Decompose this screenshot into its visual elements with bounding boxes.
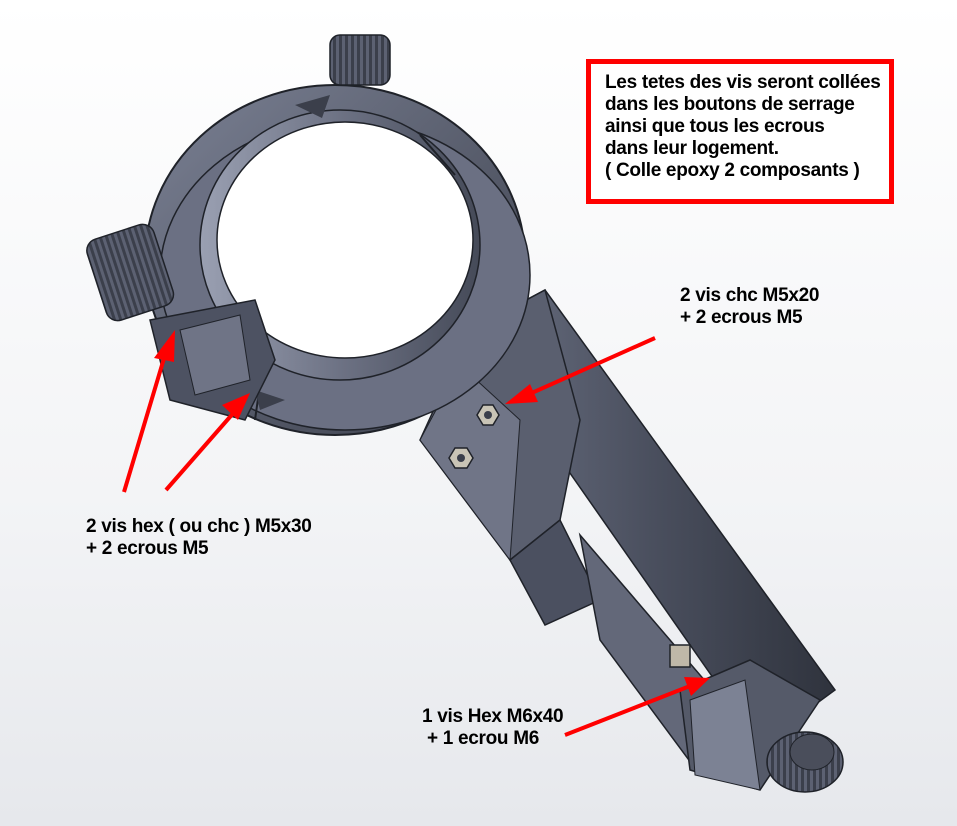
callout-line: 2 vis chc M5x20 bbox=[680, 285, 820, 306]
callout-line: + 2 ecrous M5 bbox=[86, 538, 209, 559]
callout-line: + 1 ecrou M6 bbox=[422, 728, 540, 749]
end-block bbox=[669, 644, 822, 791]
callout-screws-m5x20: 2 vis chc M5x20 + 2 ecrous M5 bbox=[680, 285, 819, 329]
hex-nut-lower bbox=[448, 447, 474, 469]
arrow-bottom bbox=[564, 677, 710, 737]
note-line: ainsi que tous les ecrous bbox=[605, 116, 825, 137]
arrow-top-right bbox=[505, 336, 656, 404]
callout-line: 1 vis Hex M6x40 bbox=[422, 706, 564, 727]
arrow-left-inner bbox=[164, 393, 250, 492]
end-knob bbox=[766, 731, 844, 793]
left-clamp-block bbox=[149, 299, 276, 421]
note-line: dans les boutons de serrage bbox=[605, 94, 855, 115]
top-knob bbox=[329, 34, 391, 86]
callout-screw-m6x40: 1 vis Hex M6x40 + 1 ecrou M6 bbox=[422, 706, 564, 750]
arrow-left-outer bbox=[122, 330, 175, 493]
callout-line: + 2 ecrous M5 bbox=[680, 307, 803, 328]
callout-screws-m5x30: 2 vis hex ( ou chc ) M5x30 + 2 ecrous M5 bbox=[86, 516, 312, 560]
glue-note-box: Les tetes des vis seront collées dans le… bbox=[586, 59, 894, 204]
note-line: Les tetes des vis seront collées bbox=[605, 72, 881, 93]
left-knob bbox=[86, 223, 175, 322]
note-line: dans leur logement. bbox=[605, 138, 779, 159]
note-line: ( Colle epoxy 2 composants ) bbox=[605, 160, 860, 181]
callout-line: 2 vis hex ( ou chc ) M5x30 bbox=[86, 516, 312, 537]
hex-nut-upper bbox=[476, 404, 500, 426]
